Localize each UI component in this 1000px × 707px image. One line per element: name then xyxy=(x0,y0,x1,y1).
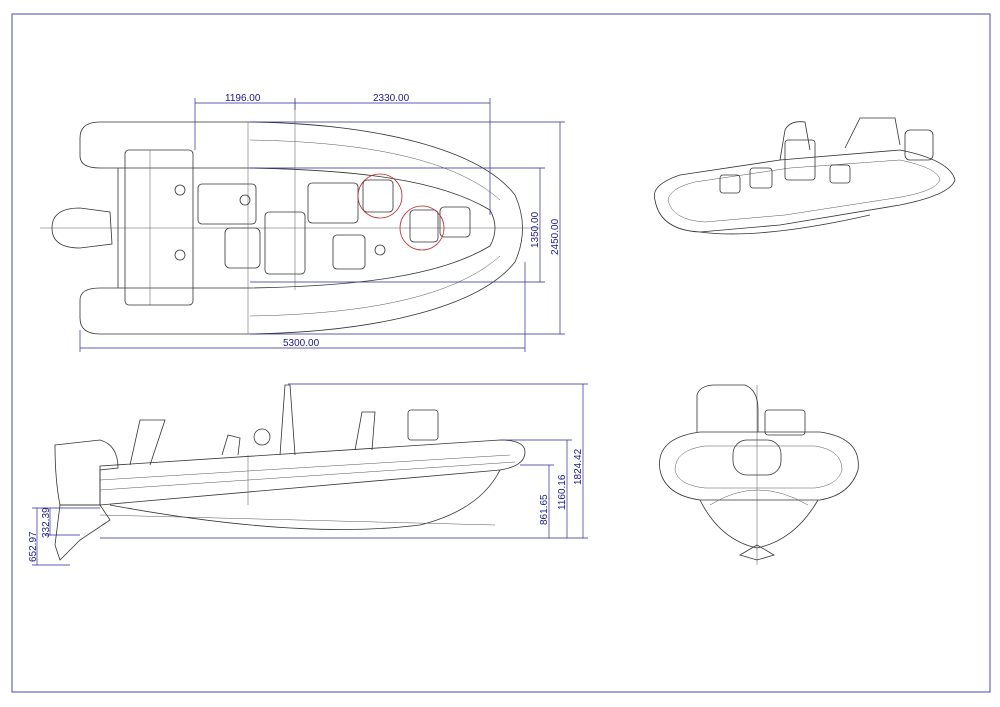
dim-overall-beam: 2450.00 xyxy=(550,218,561,255)
deck-fitting xyxy=(239,194,251,206)
front-tube-inner xyxy=(674,445,843,489)
side-dimensions: 1824.42 1160.16 861.65 652.97 332.39 xyxy=(28,383,588,566)
deck-hatch xyxy=(307,182,359,224)
dim-overall-length: 5300.00 xyxy=(283,338,320,349)
dimension-line-length xyxy=(79,262,526,352)
dimension-line-tube-height xyxy=(500,439,572,538)
helm-seat xyxy=(224,227,261,269)
top-dimensions: 1196.00 2330.00 5300.00 1350.00 2450.00 xyxy=(79,93,565,352)
side-waterline xyxy=(99,514,496,526)
bow-seat xyxy=(409,209,439,243)
front-propeller xyxy=(739,544,775,561)
side-outboard xyxy=(54,439,119,506)
side-wheel xyxy=(253,428,271,446)
dim-overall-height: 1824.42 xyxy=(573,448,584,485)
dim-transom-offset: 332.39 xyxy=(41,507,52,538)
dim-deck-height: 861.65 xyxy=(539,494,550,525)
front-view xyxy=(659,384,859,565)
front-arch xyxy=(696,384,759,432)
side-outboard-leg xyxy=(54,504,111,561)
deck-fitting xyxy=(174,249,186,261)
bow-seat xyxy=(362,179,394,213)
dim-stern-to-console: 1196.00 xyxy=(225,93,261,104)
iso-seat xyxy=(719,174,741,194)
dimension-line-overall-height xyxy=(100,383,588,539)
iso-console xyxy=(784,139,816,181)
deck-hatch xyxy=(197,183,257,225)
side-windscreen xyxy=(279,384,296,456)
dim-inner-beam: 1350.00 xyxy=(530,211,541,248)
iso-seat xyxy=(829,164,851,184)
side-keel xyxy=(109,469,501,530)
front-tube xyxy=(659,431,859,501)
hull-outline xyxy=(79,121,523,335)
iso-deck xyxy=(667,159,941,223)
iso-seat xyxy=(749,167,773,189)
dimension-line-top xyxy=(194,98,491,215)
iso-arch xyxy=(844,117,901,149)
side-view xyxy=(54,384,526,561)
highlight-circle xyxy=(357,173,403,219)
deck-fitting xyxy=(374,244,386,256)
iso-windscreen xyxy=(779,121,811,161)
deck-fitting xyxy=(174,184,186,196)
isometric-view xyxy=(653,117,956,235)
tube-seam xyxy=(249,139,501,317)
dim-console-to-bow: 2330.00 xyxy=(373,93,410,104)
side-tube-stripes xyxy=(99,454,516,491)
side-helm-seat xyxy=(221,434,241,456)
front-hull-bottom xyxy=(699,499,819,549)
drawing-frame xyxy=(11,13,991,693)
dimension-line-deck-height xyxy=(520,464,554,538)
iso-engine xyxy=(904,129,934,161)
dimension-line-overall-beam xyxy=(250,121,565,335)
dimension-line-inner-beam xyxy=(250,167,545,283)
deck-hatch xyxy=(332,234,366,270)
front-hull-chine xyxy=(709,489,809,506)
dim-tube-top-height: 1160.16 xyxy=(557,474,568,510)
side-seat xyxy=(354,411,376,451)
side-bow-seat xyxy=(407,409,439,441)
deck-hatch xyxy=(439,206,471,238)
dim-engine-depth: 652.97 xyxy=(28,531,39,562)
top-view xyxy=(40,100,540,335)
iso-keel-line xyxy=(699,214,871,235)
dimension-line-engine xyxy=(32,507,100,566)
stern-bench xyxy=(124,149,194,306)
center-console xyxy=(264,211,306,275)
side-tube xyxy=(99,439,526,506)
iso-hull xyxy=(653,149,956,233)
front-console xyxy=(732,439,782,476)
front-seat xyxy=(764,409,806,436)
side-seat-back xyxy=(129,419,166,466)
